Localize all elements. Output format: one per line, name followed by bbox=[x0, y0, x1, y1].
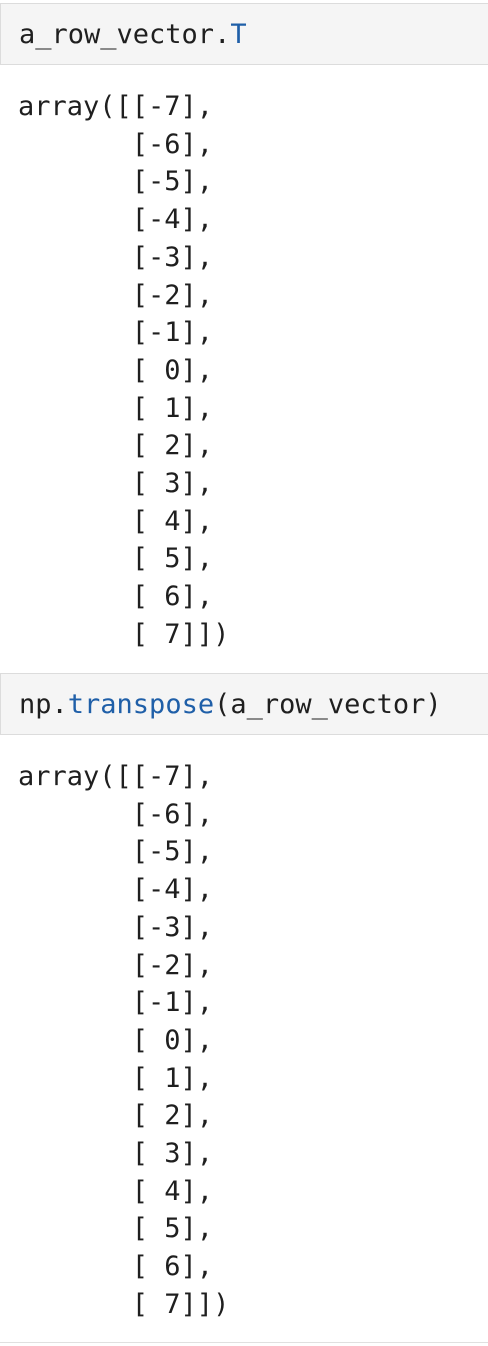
code-attribute: T bbox=[230, 19, 247, 50]
code-suffix: (a_row_vector) bbox=[214, 689, 442, 720]
output-text: array([[-7], [-6], [-5], [-4], [-3], [-2… bbox=[18, 761, 230, 1320]
code-function: transpose bbox=[67, 689, 215, 720]
code-cell-input-2[interactable]: np.transpose(a_row_vector) bbox=[0, 673, 488, 735]
cell-divider bbox=[0, 1342, 488, 1343]
code-line[interactable]: a_row_vector.T bbox=[19, 17, 247, 53]
code-cell-input-1[interactable]: a_row_vector.T bbox=[0, 3, 488, 65]
code-prefix: np. bbox=[19, 689, 68, 720]
code-line[interactable]: np.transpose(a_row_vector) bbox=[19, 687, 442, 723]
output-text: array([[-7], [-6], [-5], [-4], [-3], [-2… bbox=[18, 91, 230, 650]
code-prefix: a_row_vector. bbox=[19, 19, 231, 50]
